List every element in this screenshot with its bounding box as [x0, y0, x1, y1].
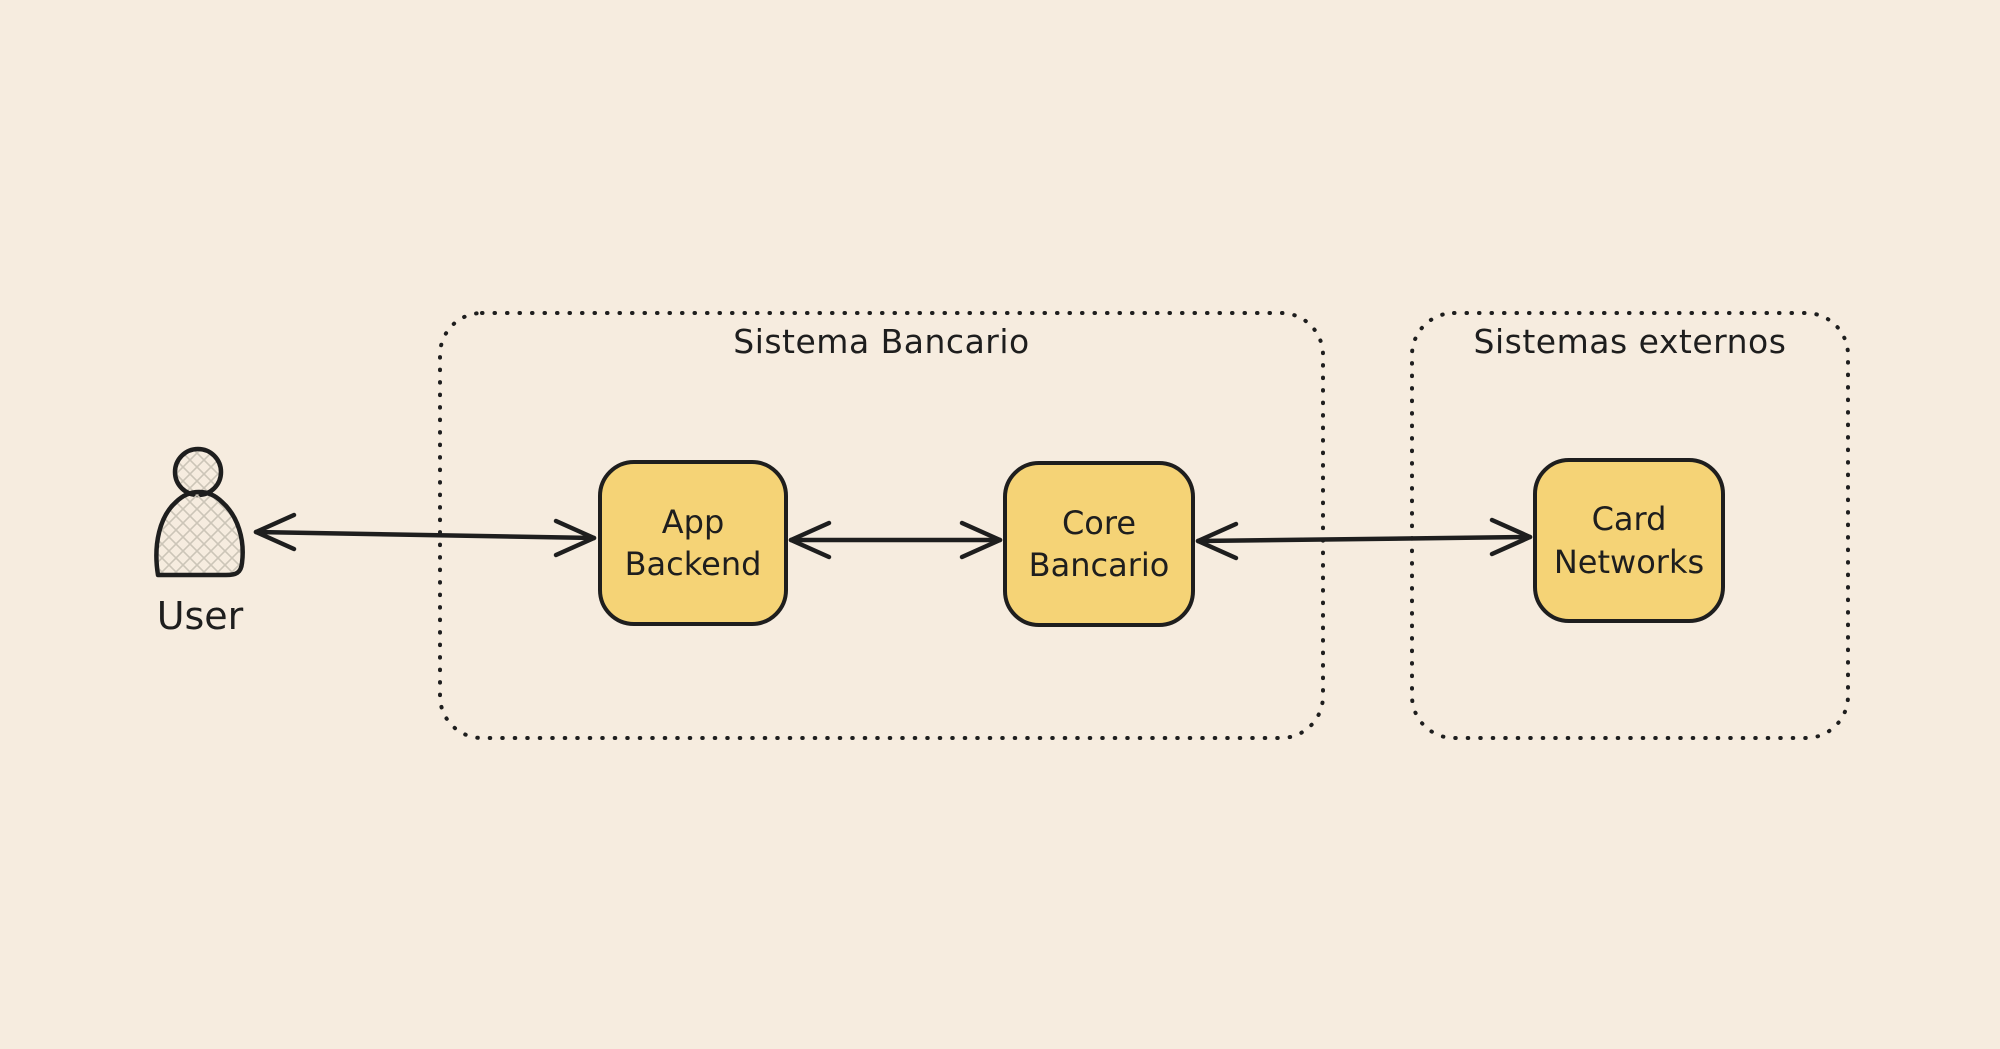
arrow-core-bancario-card-networks	[1195, 517, 1533, 561]
node-card-networks: Card Networks	[1533, 458, 1725, 623]
node-app-backend: App Backend	[598, 460, 788, 626]
arrow-user-app-backend	[253, 512, 597, 558]
arrow-app-backend-core-bancario	[788, 520, 1003, 560]
container-label-sistema-bancario: Sistema Bancario	[733, 322, 1030, 361]
node-core-bancario: Core Bancario	[1003, 461, 1195, 627]
actor-label: User	[156, 594, 244, 638]
container-label-sistemas-externos: Sistemas externos	[1473, 322, 1787, 361]
person-icon	[154, 446, 245, 578]
user-actor: User	[140, 446, 260, 638]
